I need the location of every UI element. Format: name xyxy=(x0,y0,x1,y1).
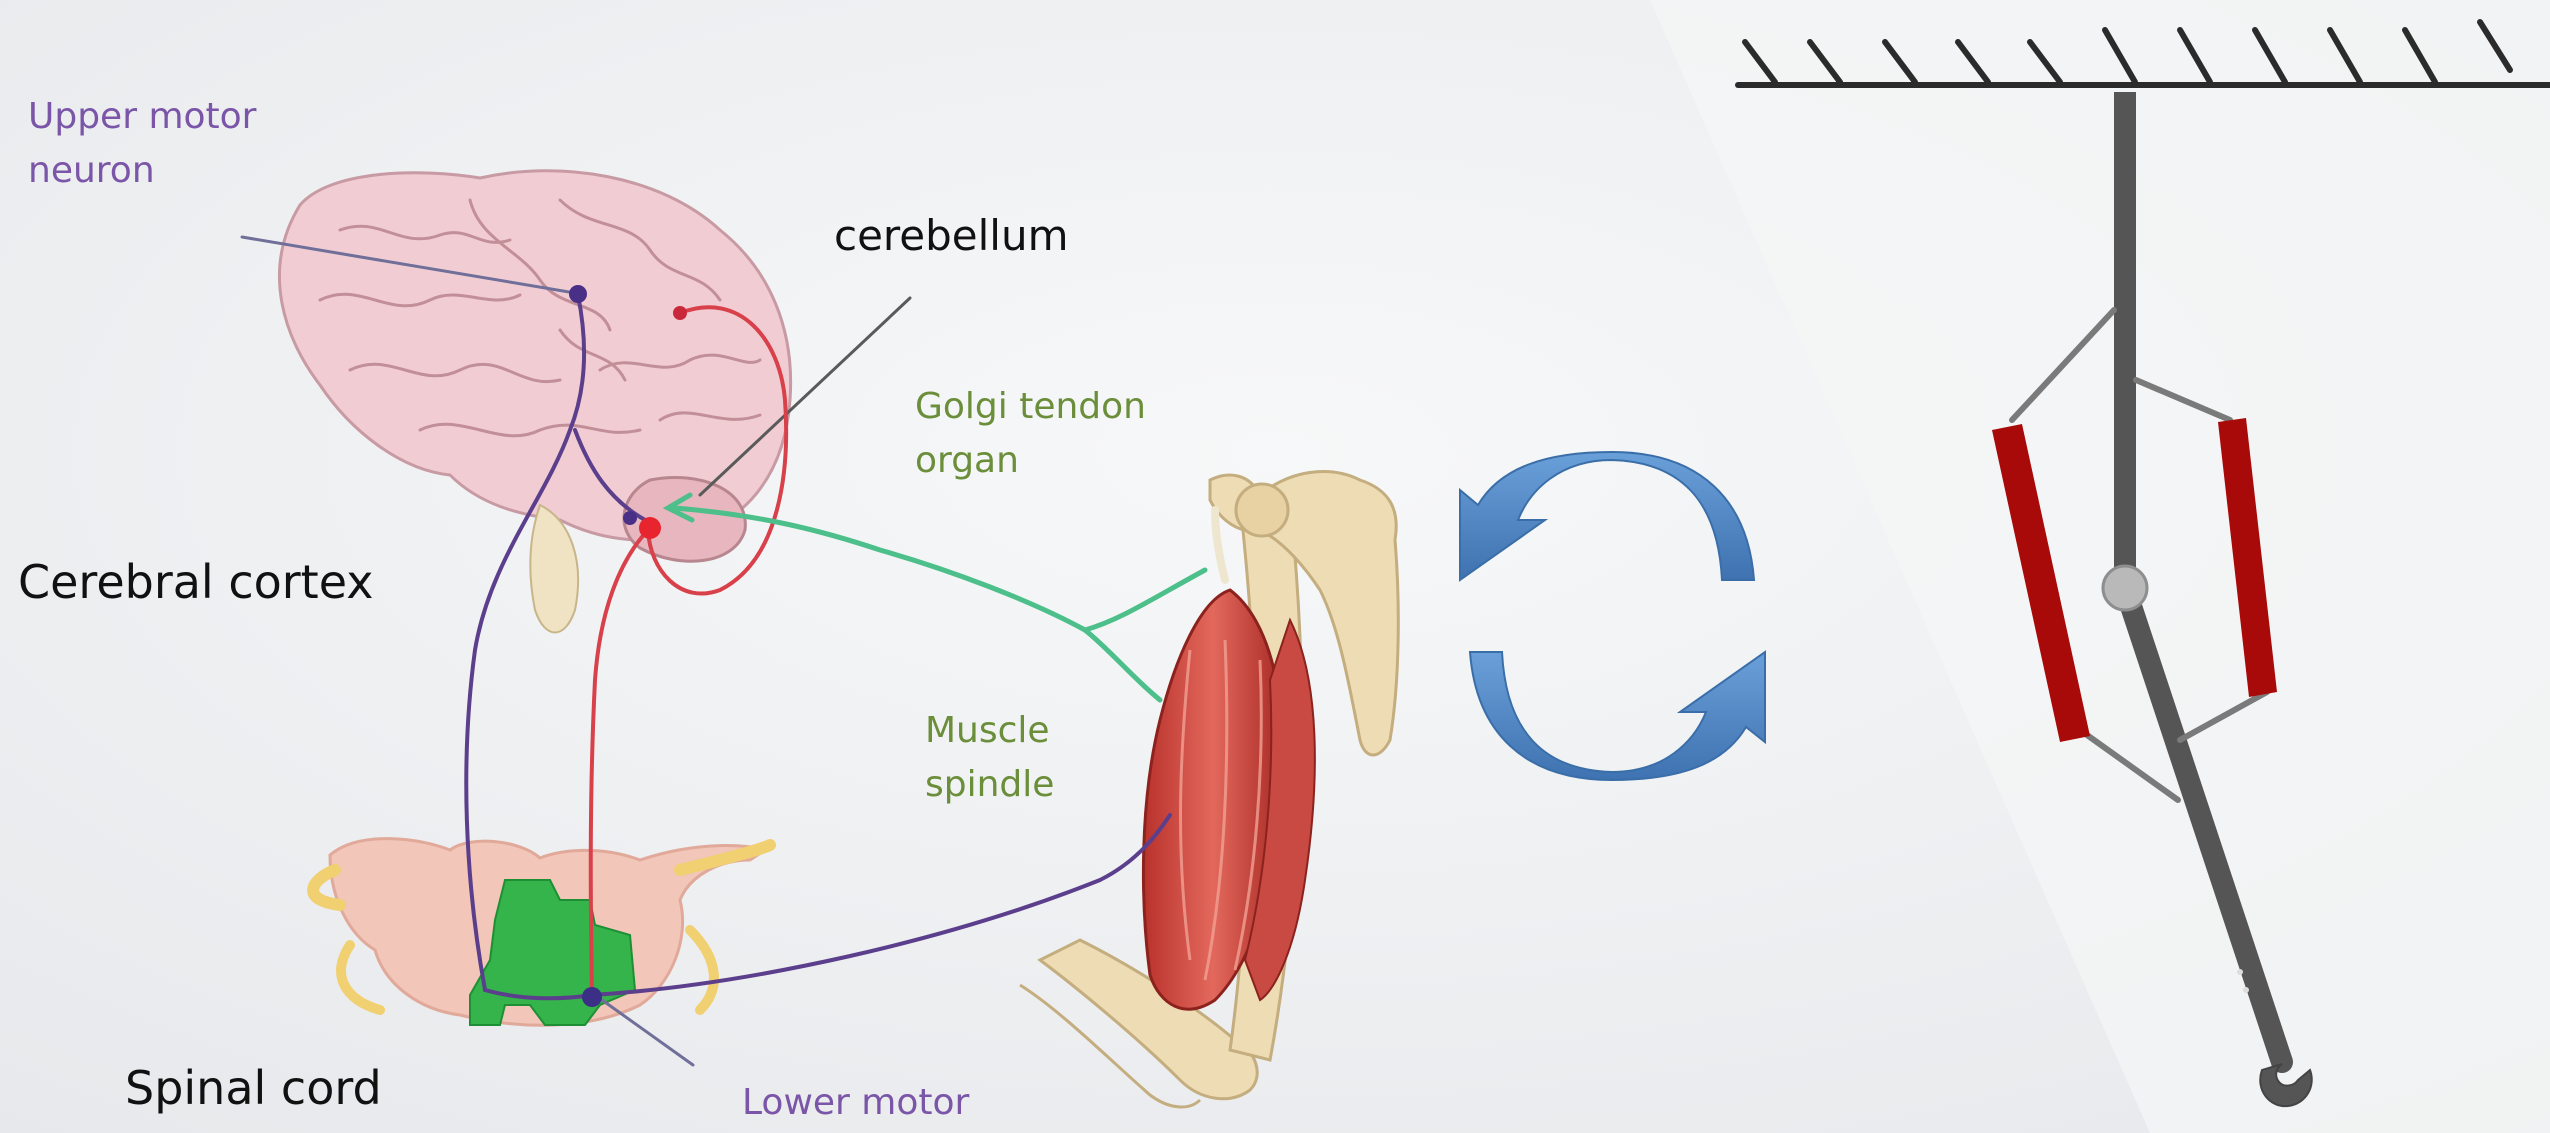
lower-motor-neuron-node xyxy=(582,987,602,1007)
upper-link xyxy=(2114,92,2136,588)
muscle-spindle-label-2: spindle xyxy=(925,764,1054,805)
upper-motor-neuron-label-1: Upper motor xyxy=(28,96,257,137)
upper-motor-neuron-label-2: neuron xyxy=(28,150,155,191)
cerebellum-label: cerebellum xyxy=(834,211,1069,260)
golgi-tendon-organ-label-1: Golgi tendon xyxy=(915,386,1146,427)
cerebellum-node xyxy=(673,306,687,320)
cerebral-cortex-label: Cerebral cortex xyxy=(18,555,373,609)
spinal-cord-label: Spinal cord xyxy=(125,1061,382,1115)
joint xyxy=(2103,566,2147,610)
lower-motor-neuron-label: Lower motor xyxy=(742,1082,970,1123)
upper-motor-neuron-node xyxy=(569,285,587,303)
golgi-tendon-organ-label-2: organ xyxy=(915,440,1019,481)
muscle-spindle-label-1: Muscle xyxy=(925,710,1050,751)
cerebellar-nucleus-node xyxy=(639,517,661,539)
